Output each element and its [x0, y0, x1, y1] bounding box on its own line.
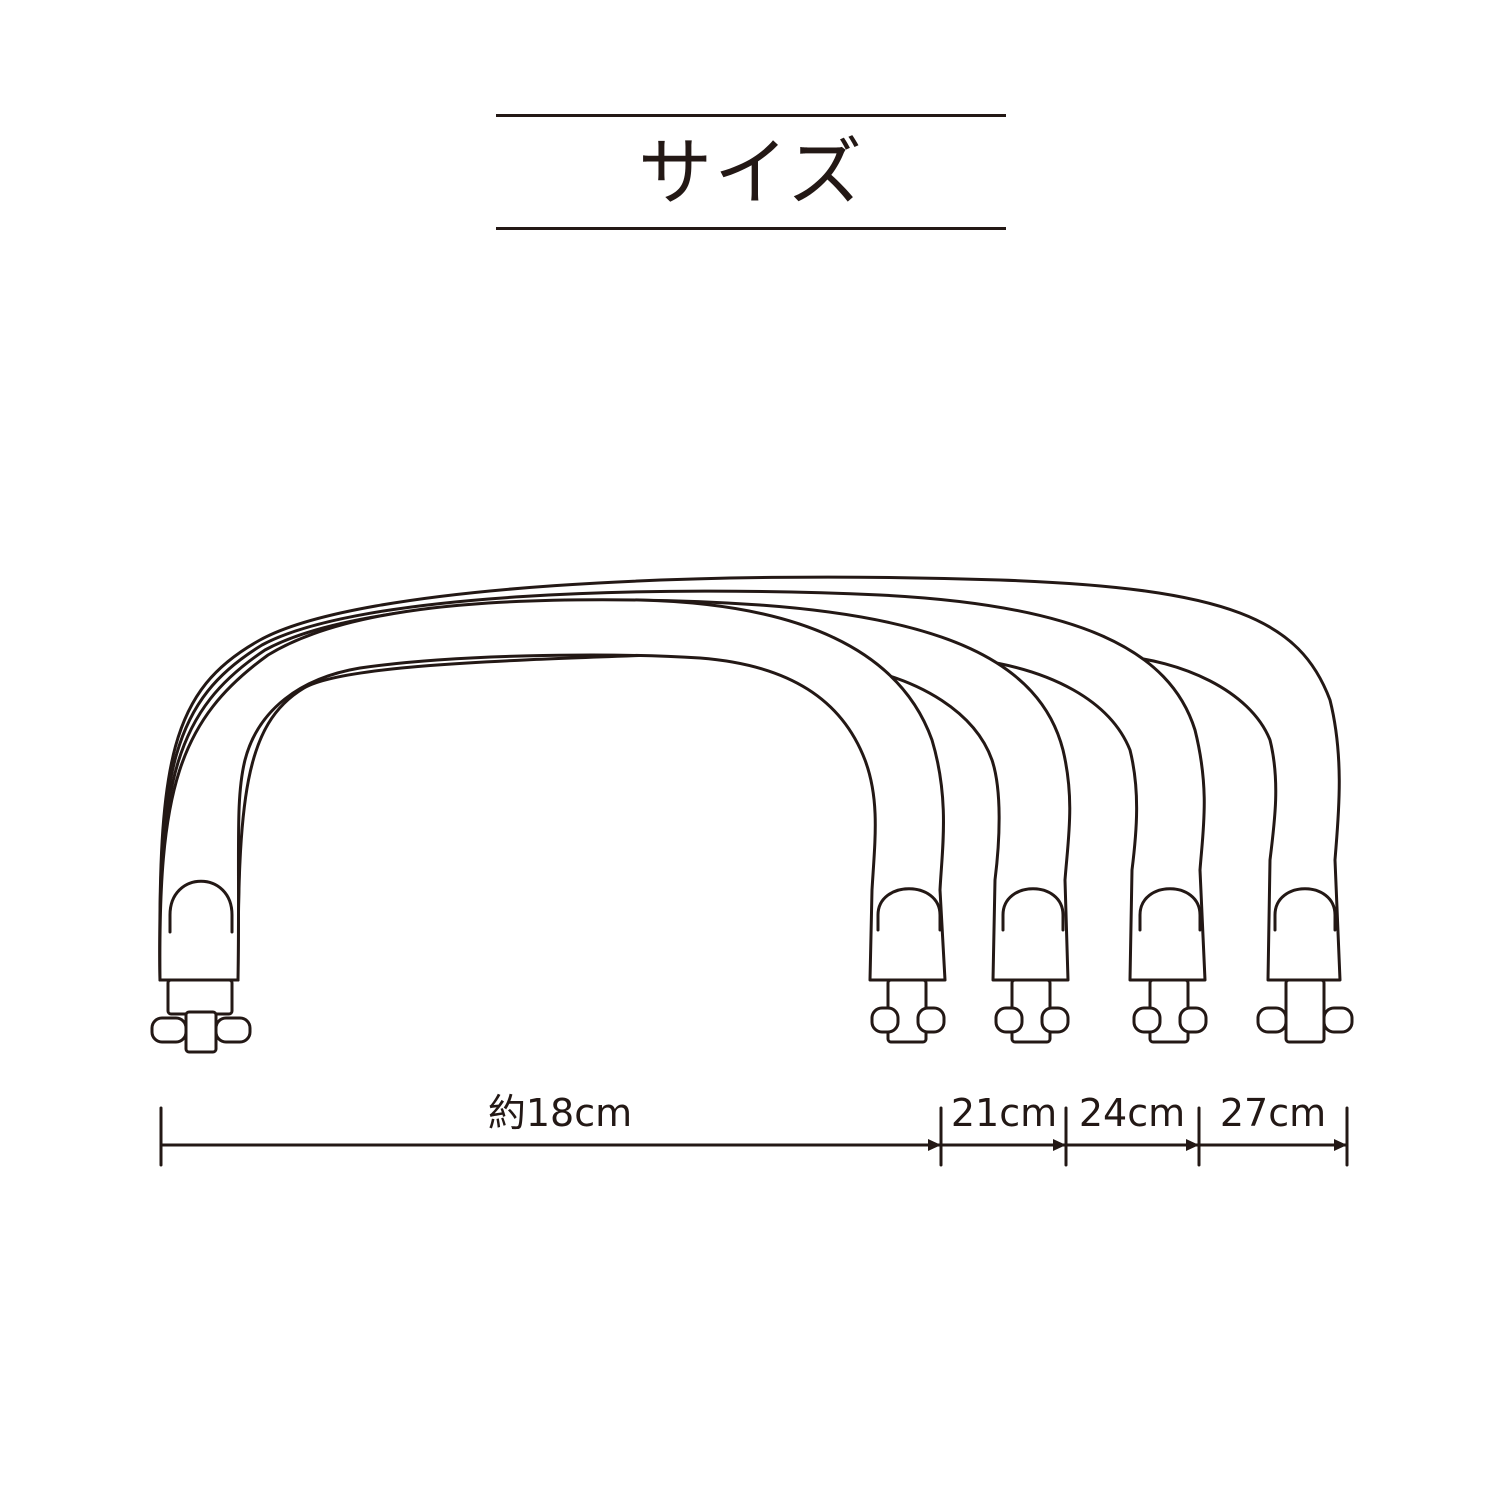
dimension-label-18cm: 約18cm [487, 1091, 633, 1135]
dimension-line [159, 1106, 1349, 1167]
dimension-label-21cm: 21cm [950, 1091, 1058, 1135]
handle-27cm-post [1284, 978, 1326, 1044]
dimension-label-24cm: 24cm [1078, 1091, 1186, 1135]
arrowhead [1334, 1139, 1347, 1151]
handle-18cm [150, 598, 947, 1054]
page-title: サイズ [638, 130, 864, 216]
dimension-label-27cm: 27cm [1219, 1091, 1327, 1135]
arrowhead [928, 1139, 941, 1151]
arrowhead [1186, 1139, 1199, 1151]
title-rule-bottom [496, 227, 1006, 230]
arrowhead [1053, 1139, 1066, 1151]
handle-27cm [158, 575, 1354, 1044]
title-rule-top [496, 114, 1006, 117]
handle-18cm-base-left [166, 978, 234, 1016]
